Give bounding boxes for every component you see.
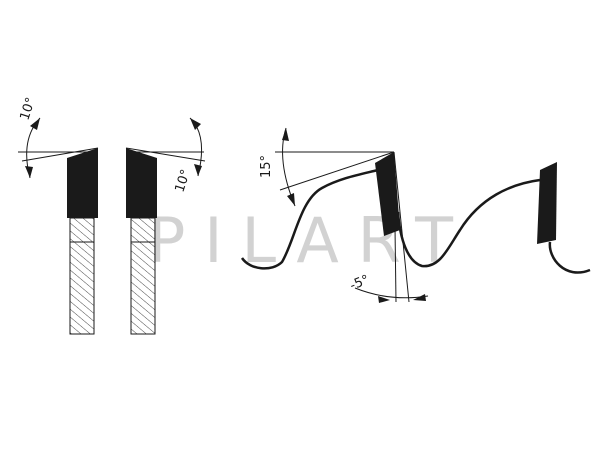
left-tooth-shank xyxy=(69,217,95,335)
right-arrow-bottom xyxy=(194,164,202,176)
right-tooth-angle-label: 10° xyxy=(173,168,194,195)
blade-side-view: 15° -5° xyxy=(240,127,591,303)
clearance-arrow-left xyxy=(378,296,390,303)
clearance-angle-arc xyxy=(354,287,429,299)
blade-gullet-curve xyxy=(240,168,379,270)
left-arrow-bottom xyxy=(25,166,33,178)
left-arrow-top xyxy=(30,118,40,130)
right-tooth-front-view: 10° xyxy=(125,117,206,335)
hook-arrow-bottom xyxy=(287,193,295,206)
hook-arrow-top xyxy=(282,128,289,141)
left-tooth-bevel-line xyxy=(21,147,99,162)
right-tooth-carbide-tip xyxy=(126,148,157,218)
blade-gullet-curve-2 xyxy=(396,178,541,268)
clearance-vertical-reference xyxy=(393,151,410,303)
right-arrow-top xyxy=(190,118,201,130)
hook-face-line xyxy=(279,151,395,191)
blade-tooth-2-carbide xyxy=(537,162,557,244)
clearance-angle-label: -5° xyxy=(348,273,372,294)
blade-tooth-1-carbide xyxy=(375,152,400,236)
clearance-back-line xyxy=(393,151,397,303)
right-tooth-shank xyxy=(130,217,156,335)
right-tooth-bevel-line xyxy=(125,147,206,162)
left-tooth-front-view: 10° xyxy=(18,96,99,335)
blade-tail-curve xyxy=(548,241,591,274)
clearance-arrow-right xyxy=(413,294,426,301)
hook-angle-label: 15° xyxy=(259,155,274,178)
left-tooth-carbide-tip xyxy=(67,148,98,218)
left-tooth-angle-label: 10° xyxy=(18,96,39,123)
